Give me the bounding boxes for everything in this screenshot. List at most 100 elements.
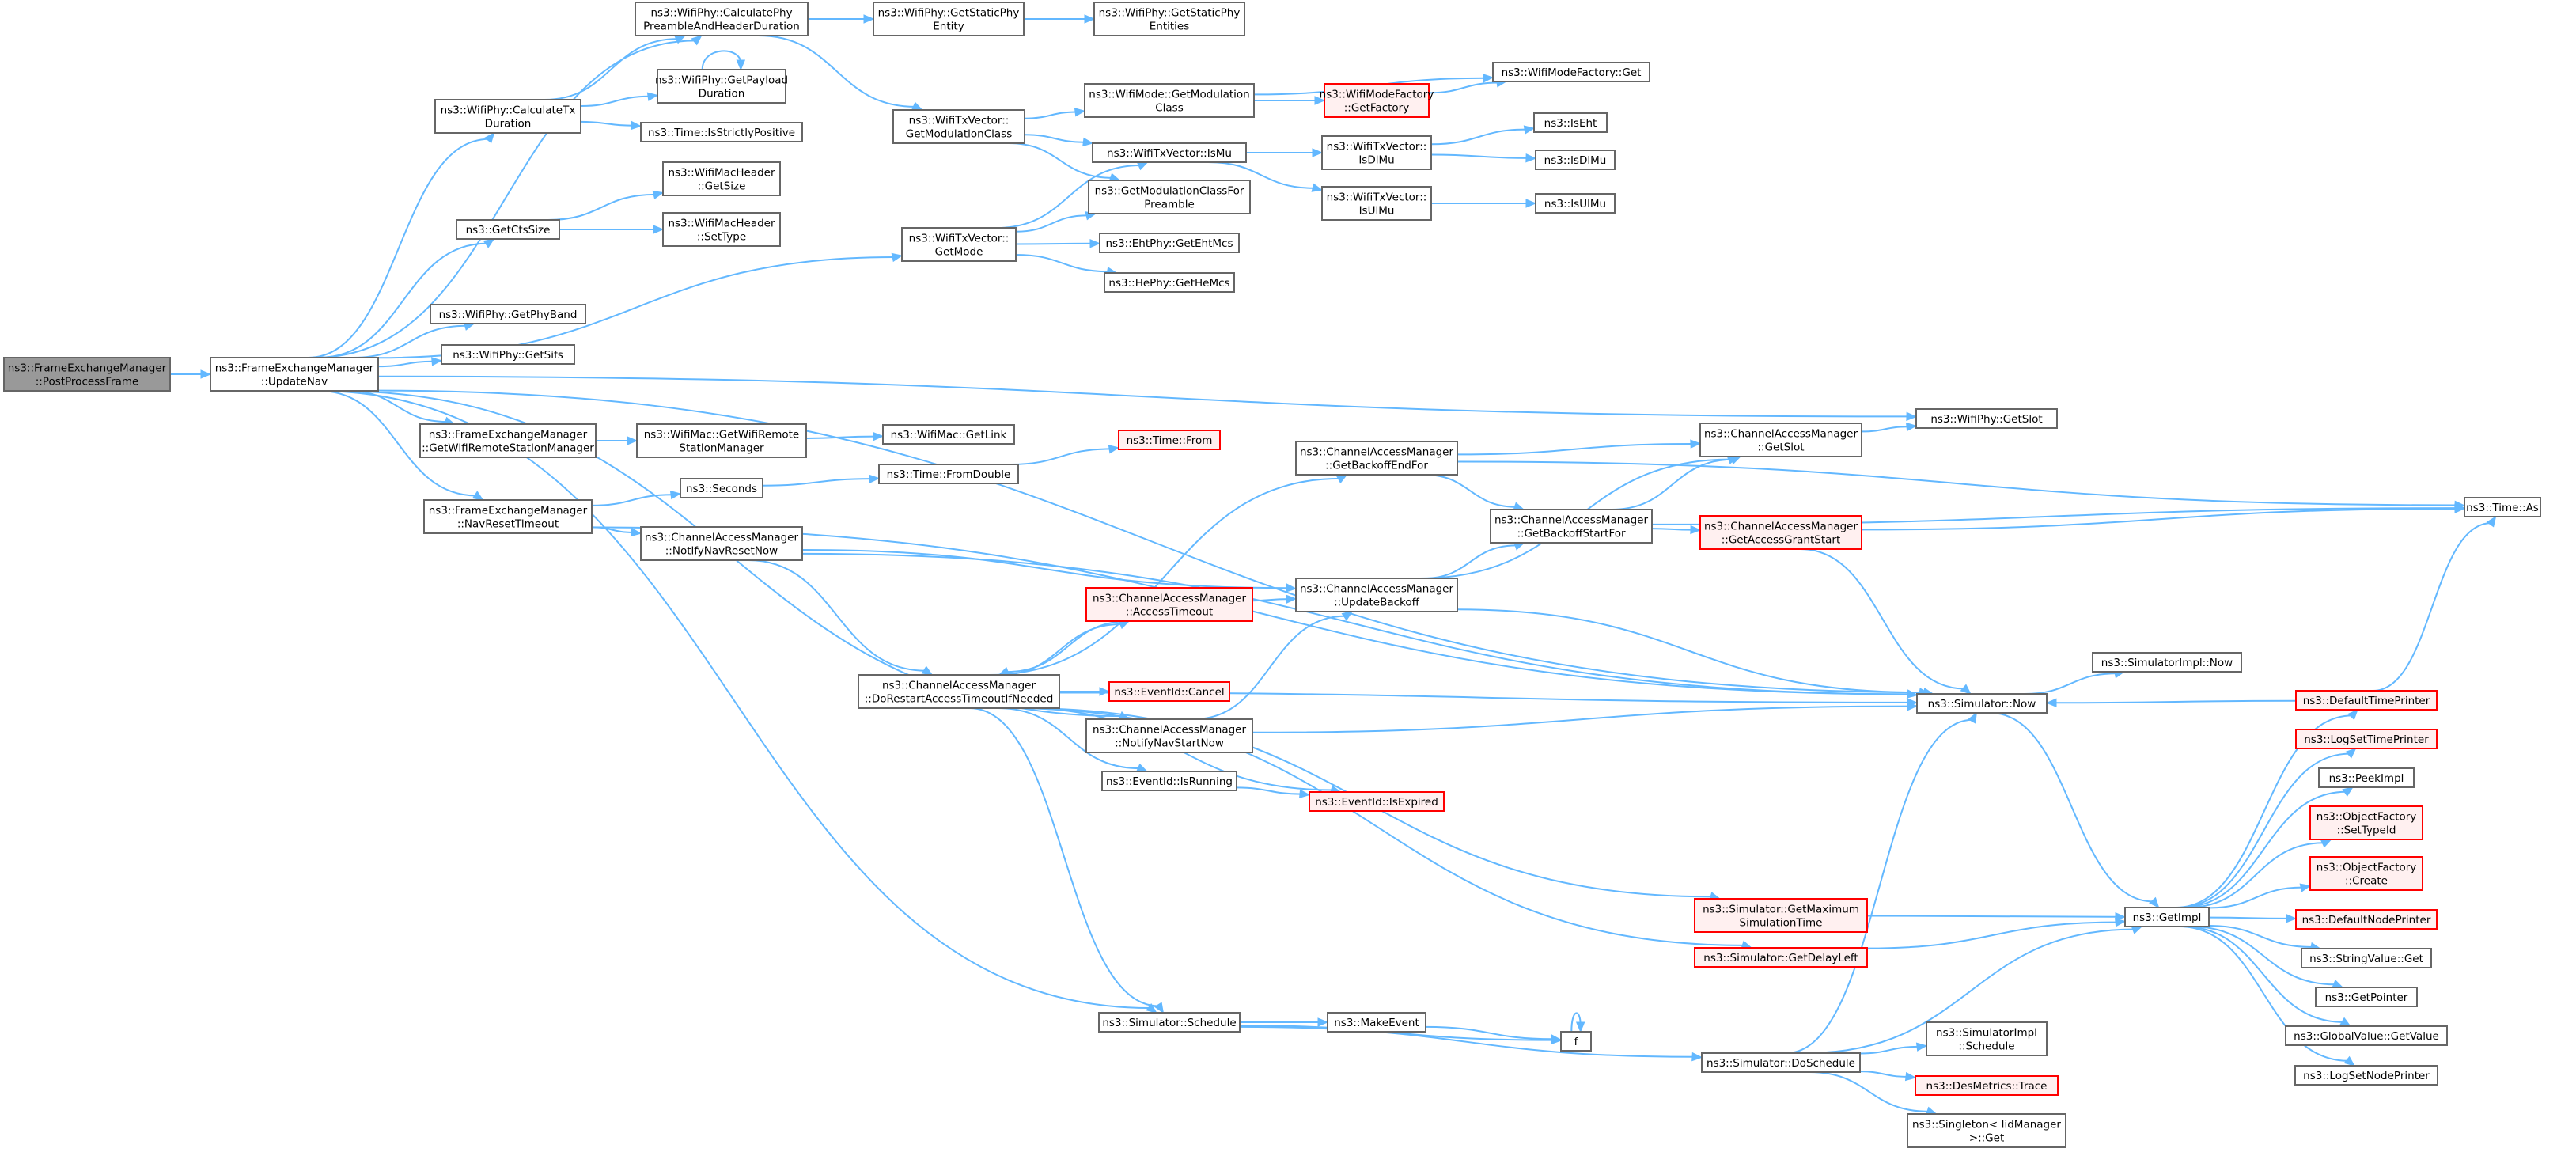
edge-gettxmodclass-to-getmodclass: [1024, 108, 1086, 119]
node-getlink[interactable]: ns3::WifiMac::GetLink: [882, 424, 1015, 445]
node-getehtmcs[interactable]: ns3::EhtPhy::GetEhtMcs: [1099, 233, 1240, 253]
node-root[interactable]: ns3::FrameExchangeManager::PostProcessFr…: [3, 357, 171, 392]
edge-dorestart-to-getbackoffend: [988, 474, 1348, 676]
node-timeas[interactable]: ns3::Time::As: [2464, 497, 2541, 517]
node-isdlmu[interactable]: ns3::IsDlMu: [1535, 150, 1616, 170]
node-timefrom[interactable]: ns3::Time::From: [1118, 430, 1221, 450]
edge-arrowhead: [1146, 1002, 1157, 1014]
node-strictpos[interactable]: ns3::Time::IsStrictlyPositive: [640, 122, 803, 142]
node-getbackoffstart[interactable]: ns3::ChannelAccessManager::GetBackoffSta…: [1490, 509, 1653, 544]
node-updatebackoff[interactable]: ns3::ChannelAccessManager::UpdateBackoff: [1295, 578, 1458, 612]
edge-isdlmuv-to-iseht: [1430, 125, 1536, 146]
node-notifynavreset[interactable]: ns3::ChannelAccessManager::NotifyNavRese…: [640, 526, 803, 561]
node-mac_getremote[interactable]: ns3::WifiMac::GetWifiRemoteStationManage…: [636, 423, 807, 458]
node-simimplnow[interactable]: ns3::SimulatorImpl::Now: [2092, 652, 2242, 673]
node-ofcreate[interactable]: ns3::ObjectFactory::Create: [2309, 856, 2423, 891]
node-simnow[interactable]: ns3::Simulator::Now: [1916, 693, 2048, 714]
node-macsettype[interactable]: ns3::WifiMacHeader::SetType: [662, 212, 781, 247]
edge-line: [1809, 1071, 1930, 1112]
node-notifynavstart[interactable]: ns3::ChannelAccessManager::NotifyNavStar…: [1085, 718, 1253, 753]
node-getsifs[interactable]: ns3::WifiPhy::GetSifs: [441, 344, 575, 365]
node-defnodeprinter[interactable]: ns3::DefaultNodePrinter: [2295, 909, 2438, 930]
node-getimpl[interactable]: ns3::GetImpl: [2124, 907, 2210, 927]
node-macgetsize[interactable]: ns3::WifiMacHeader::GetSize: [662, 161, 781, 196]
node-deftimeprinter[interactable]: ns3::DefaultTimePrinter: [2295, 690, 2438, 711]
node-peekimpl[interactable]: ns3::PeekImpl: [2318, 767, 2415, 788]
node-label: ::GetBackoffStartFor: [1517, 528, 1626, 540]
edge-line: [1805, 928, 2135, 1054]
node-navreset[interactable]: ns3::FrameExchangeManager::NavResetTimeo…: [423, 499, 593, 534]
node-calcphy[interactable]: ns3::WifiPhy::CalculatePhyPreambleAndHea…: [635, 2, 809, 36]
node-accesstimeout[interactable]: ns3::ChannelAccessManager::AccessTimeout: [1085, 587, 1253, 622]
node-label: ns3::WifiPhy::CalculateTx: [441, 104, 576, 117]
edge-arrowhead: [1135, 763, 1148, 772]
node-seconds[interactable]: ns3::Seconds: [680, 478, 763, 498]
node-mfget[interactable]: ns3::WifiModeFactory::Get: [1492, 62, 1650, 82]
node-logsetnode[interactable]: ns3::LogSetNodePrinter: [2294, 1065, 2438, 1086]
node-doschedule[interactable]: ns3::Simulator::DoSchedule: [1701, 1052, 1861, 1073]
node-singleton[interactable]: ns3::Singleton< IidManager >::Get: [1907, 1113, 2066, 1148]
node-stringget[interactable]: ns3::StringValue::Get: [2301, 948, 2432, 968]
node-logsettime[interactable]: ns3::LogSetTimePrinter: [2295, 729, 2438, 749]
node-isdlmuv[interactable]: ns3::WifiTxVector::IsDlMu: [1321, 135, 1432, 170]
node-isulmuv[interactable]: ns3::WifiTxVector::IsUlMu: [1321, 186, 1432, 221]
node-box: [2309, 805, 2423, 840]
edge-arrowhead: [1690, 439, 1702, 449]
node-box: [2295, 690, 2438, 711]
node-mfgetfactory[interactable]: ns3::WifiModeFactory::GetFactory: [1320, 83, 1434, 118]
node-eventcancel[interactable]: ns3::EventId::Cancel: [1108, 681, 1230, 702]
edge-arrowhead: [1314, 96, 1326, 105]
node-box: [892, 109, 1025, 144]
edge-arrowhead: [1335, 474, 1348, 484]
edge-simschedule-to-makeevent: [1240, 1017, 1329, 1027]
node-label: Entity: [933, 21, 964, 33]
edge-arrowhead: [691, 35, 703, 46]
edge-line: [1430, 153, 1529, 159]
node-gettxmode[interactable]: ns3::WifiTxVector::GetMode: [901, 227, 1017, 262]
node-dorestart[interactable]: ns3::ChannelAccessManager::DoRestartAcce…: [858, 674, 1060, 709]
node-label: ns3::Simulator::GetMaximum: [1703, 904, 1859, 916]
node-getmodclass[interactable]: ns3::WifiMode::GetModulationClass: [1084, 83, 1255, 118]
edge-getmodclass-to-mfgetfactory: [1254, 96, 1326, 105]
node-implschedule[interactable]: ns3::SimulatorImpl::Schedule: [1926, 1021, 2048, 1056]
node-fem_getremote[interactable]: ns3::FrameExchangeManager::GetWifiRemote…: [419, 423, 597, 458]
node-phygetslot[interactable]: ns3::WifiPhy::GetSlot: [1915, 408, 2058, 429]
node-camgetslot[interactable]: ns3::ChannelAccessManager::GetSlot: [1699, 423, 1862, 457]
node-getbackoffend[interactable]: ns3::ChannelAccessManager::GetBackoffEnd…: [1295, 441, 1458, 476]
node-gettxmodclass[interactable]: ns3::WifiTxVector::GetModulationClass: [892, 109, 1025, 144]
node-ofsettypeid[interactable]: ns3::ObjectFactory::SetTypeId: [2309, 805, 2423, 840]
node-isulmu[interactable]: ns3::IsUlMu: [1535, 193, 1616, 214]
node-box: [434, 99, 581, 134]
node-gethemcs[interactable]: ns3::HePhy::GetHeMcs: [1104, 272, 1235, 293]
node-globalget[interactable]: ns3::GlobalValue::GetValue: [2285, 1025, 2448, 1046]
edge-line: [2177, 752, 2351, 908]
node-getphyband[interactable]: ns3::WifiPhy::GetPhyBand: [430, 304, 586, 324]
node-desmetrics[interactable]: ns3::DesMetrics::Trace: [1915, 1075, 2059, 1096]
node-getpointer[interactable]: ns3::GetPointer: [2315, 987, 2418, 1007]
node-makeevent[interactable]: ns3::MakeEvent: [1327, 1012, 1426, 1033]
edge-line: [353, 324, 467, 358]
node-ismu[interactable]: ns3::WifiTxVector::IsMu: [1092, 142, 1247, 163]
edge-line: [2176, 714, 2353, 908]
edge-arrowhead: [472, 491, 484, 501]
node-getctssize[interactable]: ns3::GetCtsSize: [456, 219, 560, 240]
node-getgrantstart[interactable]: ns3::ChannelAccessManager::GetAccessGran…: [1699, 515, 1862, 550]
edge-mac_getremote-to-getlink: [805, 431, 885, 441]
node-isexpired[interactable]: ns3::EventId::IsExpired: [1309, 791, 1445, 812]
edge-arrowhead: [1960, 684, 1972, 695]
node-fromdouble[interactable]: ns3::Time::FromDouble: [878, 464, 1019, 484]
node-getdelayleft[interactable]: ns3::Simulator::GetDelayLeft: [1694, 947, 1868, 968]
edge-ismu-to-isulmuv: [1208, 161, 1324, 192]
node-isrunning[interactable]: ns3::EventId::IsRunning: [1101, 771, 1237, 791]
node-simschedule[interactable]: ns3::Simulator::Schedule: [1098, 1012, 1241, 1033]
node-label: ::SetType: [697, 231, 746, 244]
node-updnav[interactable]: ns3::FrameExchangeManager::UpdateNav: [210, 357, 379, 392]
node-iseht[interactable]: ns3::IsEht: [1533, 112, 1608, 133]
node-f[interactable]: f: [1560, 1031, 1592, 1052]
